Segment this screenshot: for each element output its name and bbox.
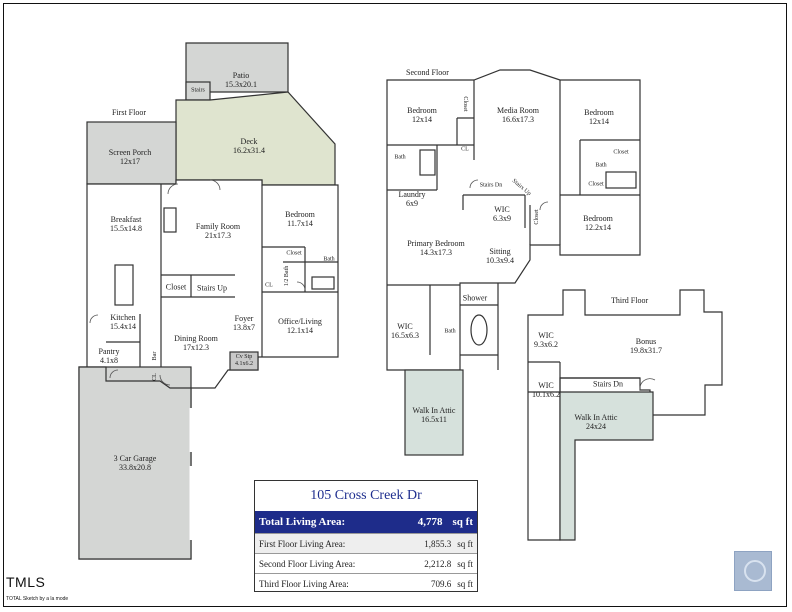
third-floor-area-row: Third Floor Living Area: 709.6 sq ft	[255, 573, 477, 593]
room-closet-2b2: Closet	[588, 181, 604, 188]
room-half-bath: 1/2 Bath	[284, 265, 290, 287]
area-row-value: 709.6	[431, 578, 452, 589]
garage-outline	[78, 366, 192, 560]
room-bath-primary: Bath	[444, 328, 456, 335]
room-cl-first: CL	[265, 282, 273, 289]
room-closet-first-bed: Closet	[286, 250, 302, 257]
room-stairs-up-first: Stairs Up	[197, 283, 227, 293]
area-row-label: Third Floor Living Area:	[259, 578, 349, 589]
total-living-area-unit: sq ft	[452, 516, 473, 528]
page-frame	[3, 3, 787, 607]
room-bath-2b: Bath	[595, 162, 607, 169]
area-row-label: First Floor Living Area:	[259, 538, 346, 549]
first-floor-area-row: First Floor Living Area: 1,855.3 sq ft	[255, 533, 477, 553]
tub-2a	[419, 149, 436, 176]
room-closet-first: Closet	[165, 282, 187, 292]
area-row-unit: sq ft	[457, 538, 473, 549]
area-row-value: 1,855.3	[424, 538, 452, 549]
room-bar: Bar	[152, 351, 158, 361]
total-living-area-label: Total Living Area:	[259, 516, 346, 528]
attic-3-area	[559, 391, 654, 541]
fireplace	[163, 207, 177, 233]
room-cl-dining: CL	[152, 373, 158, 381]
second-floor-area-row: Second Floor Living Area: 2,212.8 sq ft	[255, 553, 477, 573]
area-summary-table: 105 Cross Creek Dr Total Living Area: 4,…	[254, 480, 478, 592]
room-closet-2b: Closet	[613, 149, 629, 156]
total-living-area-value: 4,778	[417, 516, 443, 528]
room-closet-2a: Closet	[462, 96, 468, 112]
kitchen-island	[114, 264, 134, 306]
room-cl-2a: CL	[461, 146, 469, 153]
room-bath-2a: Bath	[394, 154, 406, 161]
room-stairs-dn-2: Stairs Dn	[479, 182, 503, 189]
area-row-value: 2,212.8	[424, 558, 452, 569]
cove-step	[229, 351, 259, 371]
primary-tub	[470, 314, 488, 346]
sketch-credit: TOTAL Sketch by a la mode	[6, 596, 69, 602]
third-floor-title: Third Floor	[611, 296, 649, 305]
tub-2b	[605, 171, 637, 189]
property-address: 105 Cross Creek Dr	[310, 488, 422, 503]
mls-logo-text: TMLS	[6, 574, 46, 590]
room-bath-first: Bath	[323, 256, 335, 263]
laundry-sink-1	[311, 276, 335, 290]
second-floor-title: Second Floor	[406, 68, 449, 77]
first-floor-title: First Floor	[112, 108, 147, 117]
room-patio-stairs: Stairs	[191, 87, 205, 94]
room-shower: Shower	[462, 293, 488, 303]
area-row-unit: sq ft	[457, 578, 473, 589]
attic-2-area	[404, 369, 464, 456]
total-living-area-row: Total Living Area: 4,778 sq ft	[255, 511, 477, 533]
area-row-label: Second Floor Living Area:	[259, 558, 356, 569]
watermark-logo-icon	[734, 551, 772, 591]
room-closet-vertical: Closet	[534, 209, 540, 225]
room-stairs-dn-3: Stairs Dn	[593, 379, 623, 389]
area-row-unit: sq ft	[457, 558, 473, 569]
